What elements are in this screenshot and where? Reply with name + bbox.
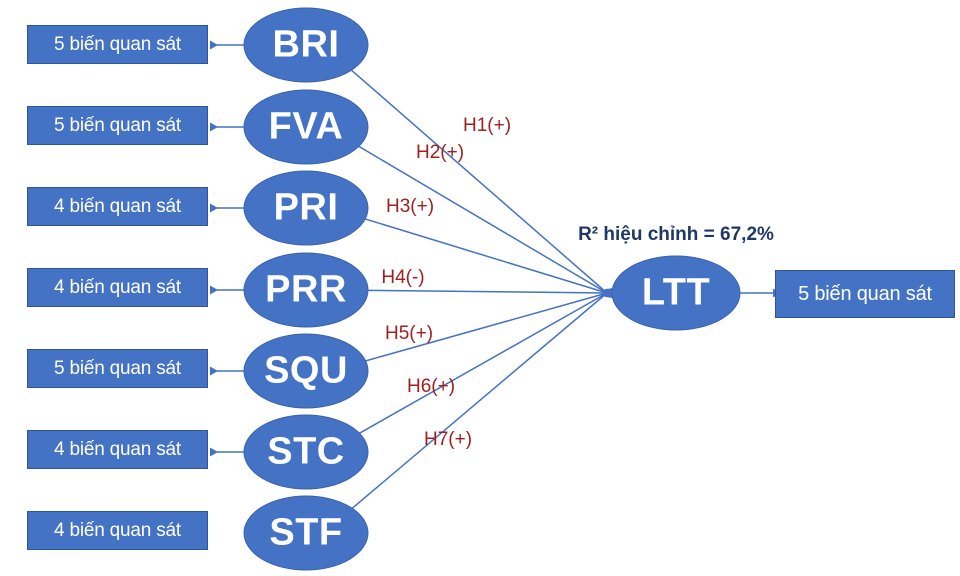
- construct-ellipse-prr[interactable]: [243, 252, 369, 328]
- observed-box-prr[interactable]: 4 biến quan sát: [27, 268, 208, 307]
- observed-box-stc[interactable]: 4 biến quan sát: [27, 430, 208, 469]
- hypothesis-label-h5: H5(+): [384, 323, 434, 344]
- construct-ellipse-bri[interactable]: [243, 7, 369, 83]
- hypothesis-line-stf[interactable]: [348, 287, 614, 512]
- construct-ellipses: [243, 7, 369, 571]
- hypothesis-line-fva[interactable]: [356, 144, 614, 298]
- hypothesis-line-pri[interactable]: [363, 217, 615, 298]
- observed-box-prr-label: 4 biến quan sát: [54, 276, 181, 298]
- hypothesis-label-h7: H7(+): [423, 429, 473, 450]
- construct-ellipse-stc[interactable]: [243, 414, 369, 490]
- observed-box-ltt[interactable]: 5 biến quan sát: [775, 270, 955, 318]
- observed-box-stc-label: 4 biến quan sát: [54, 438, 181, 460]
- construct-ellipse-fva[interactable]: [243, 89, 369, 165]
- construct-ellipse-squ[interactable]: [243, 333, 369, 409]
- observed-box-squ[interactable]: 5 biến quan sát: [27, 349, 208, 388]
- construct-ellipse-pri[interactable]: [243, 170, 369, 246]
- construct-ellipse-ltt[interactable]: [611, 255, 741, 331]
- observed-box-pri-label: 4 biến quan sát: [54, 195, 181, 217]
- hypothesis-label-h3: H3(+): [385, 196, 435, 217]
- observed-variable-arrows: [210, 40, 246, 457]
- hypothesis-lines: [348, 67, 615, 512]
- observed-box-pri[interactable]: 4 biến quan sát: [27, 187, 208, 226]
- hypothesis-line-bri[interactable]: [348, 67, 614, 299]
- hypothesis-label-h6: H6(+): [406, 376, 456, 397]
- hypothesis-line-stc[interactable]: [356, 289, 614, 436]
- observed-box-fva-label: 5 biến quan sát: [54, 114, 181, 136]
- construct-ellipse-stf[interactable]: [243, 495, 369, 571]
- observed-box-fva[interactable]: 5 biến quan sát: [27, 106, 208, 145]
- observed-box-squ-label: 5 biến quan sát: [54, 357, 181, 379]
- observed-box-ltt-label: 5 biến quan sát: [798, 282, 932, 305]
- hypothesis-label-h2: H2(+): [415, 142, 465, 163]
- hypothesis-line-prr[interactable]: [367, 288, 615, 298]
- hypothesis-line-squ[interactable]: [364, 288, 615, 362]
- observed-box-stf[interactable]: 4 biến quan sát: [27, 511, 208, 550]
- hypothesis-label-h1: H1(+): [462, 115, 512, 136]
- observed-box-stf-label: 4 biến quan sát: [54, 519, 181, 541]
- hypothesis-label-h4: H4(-): [381, 267, 425, 288]
- observed-box-bri-label: 5 biến quan sát: [54, 33, 181, 55]
- r-squared-annotation: R² hiệu chỉnh = 67,2%: [578, 224, 774, 245]
- observed-box-bri[interactable]: 5 biến quan sát: [27, 25, 208, 64]
